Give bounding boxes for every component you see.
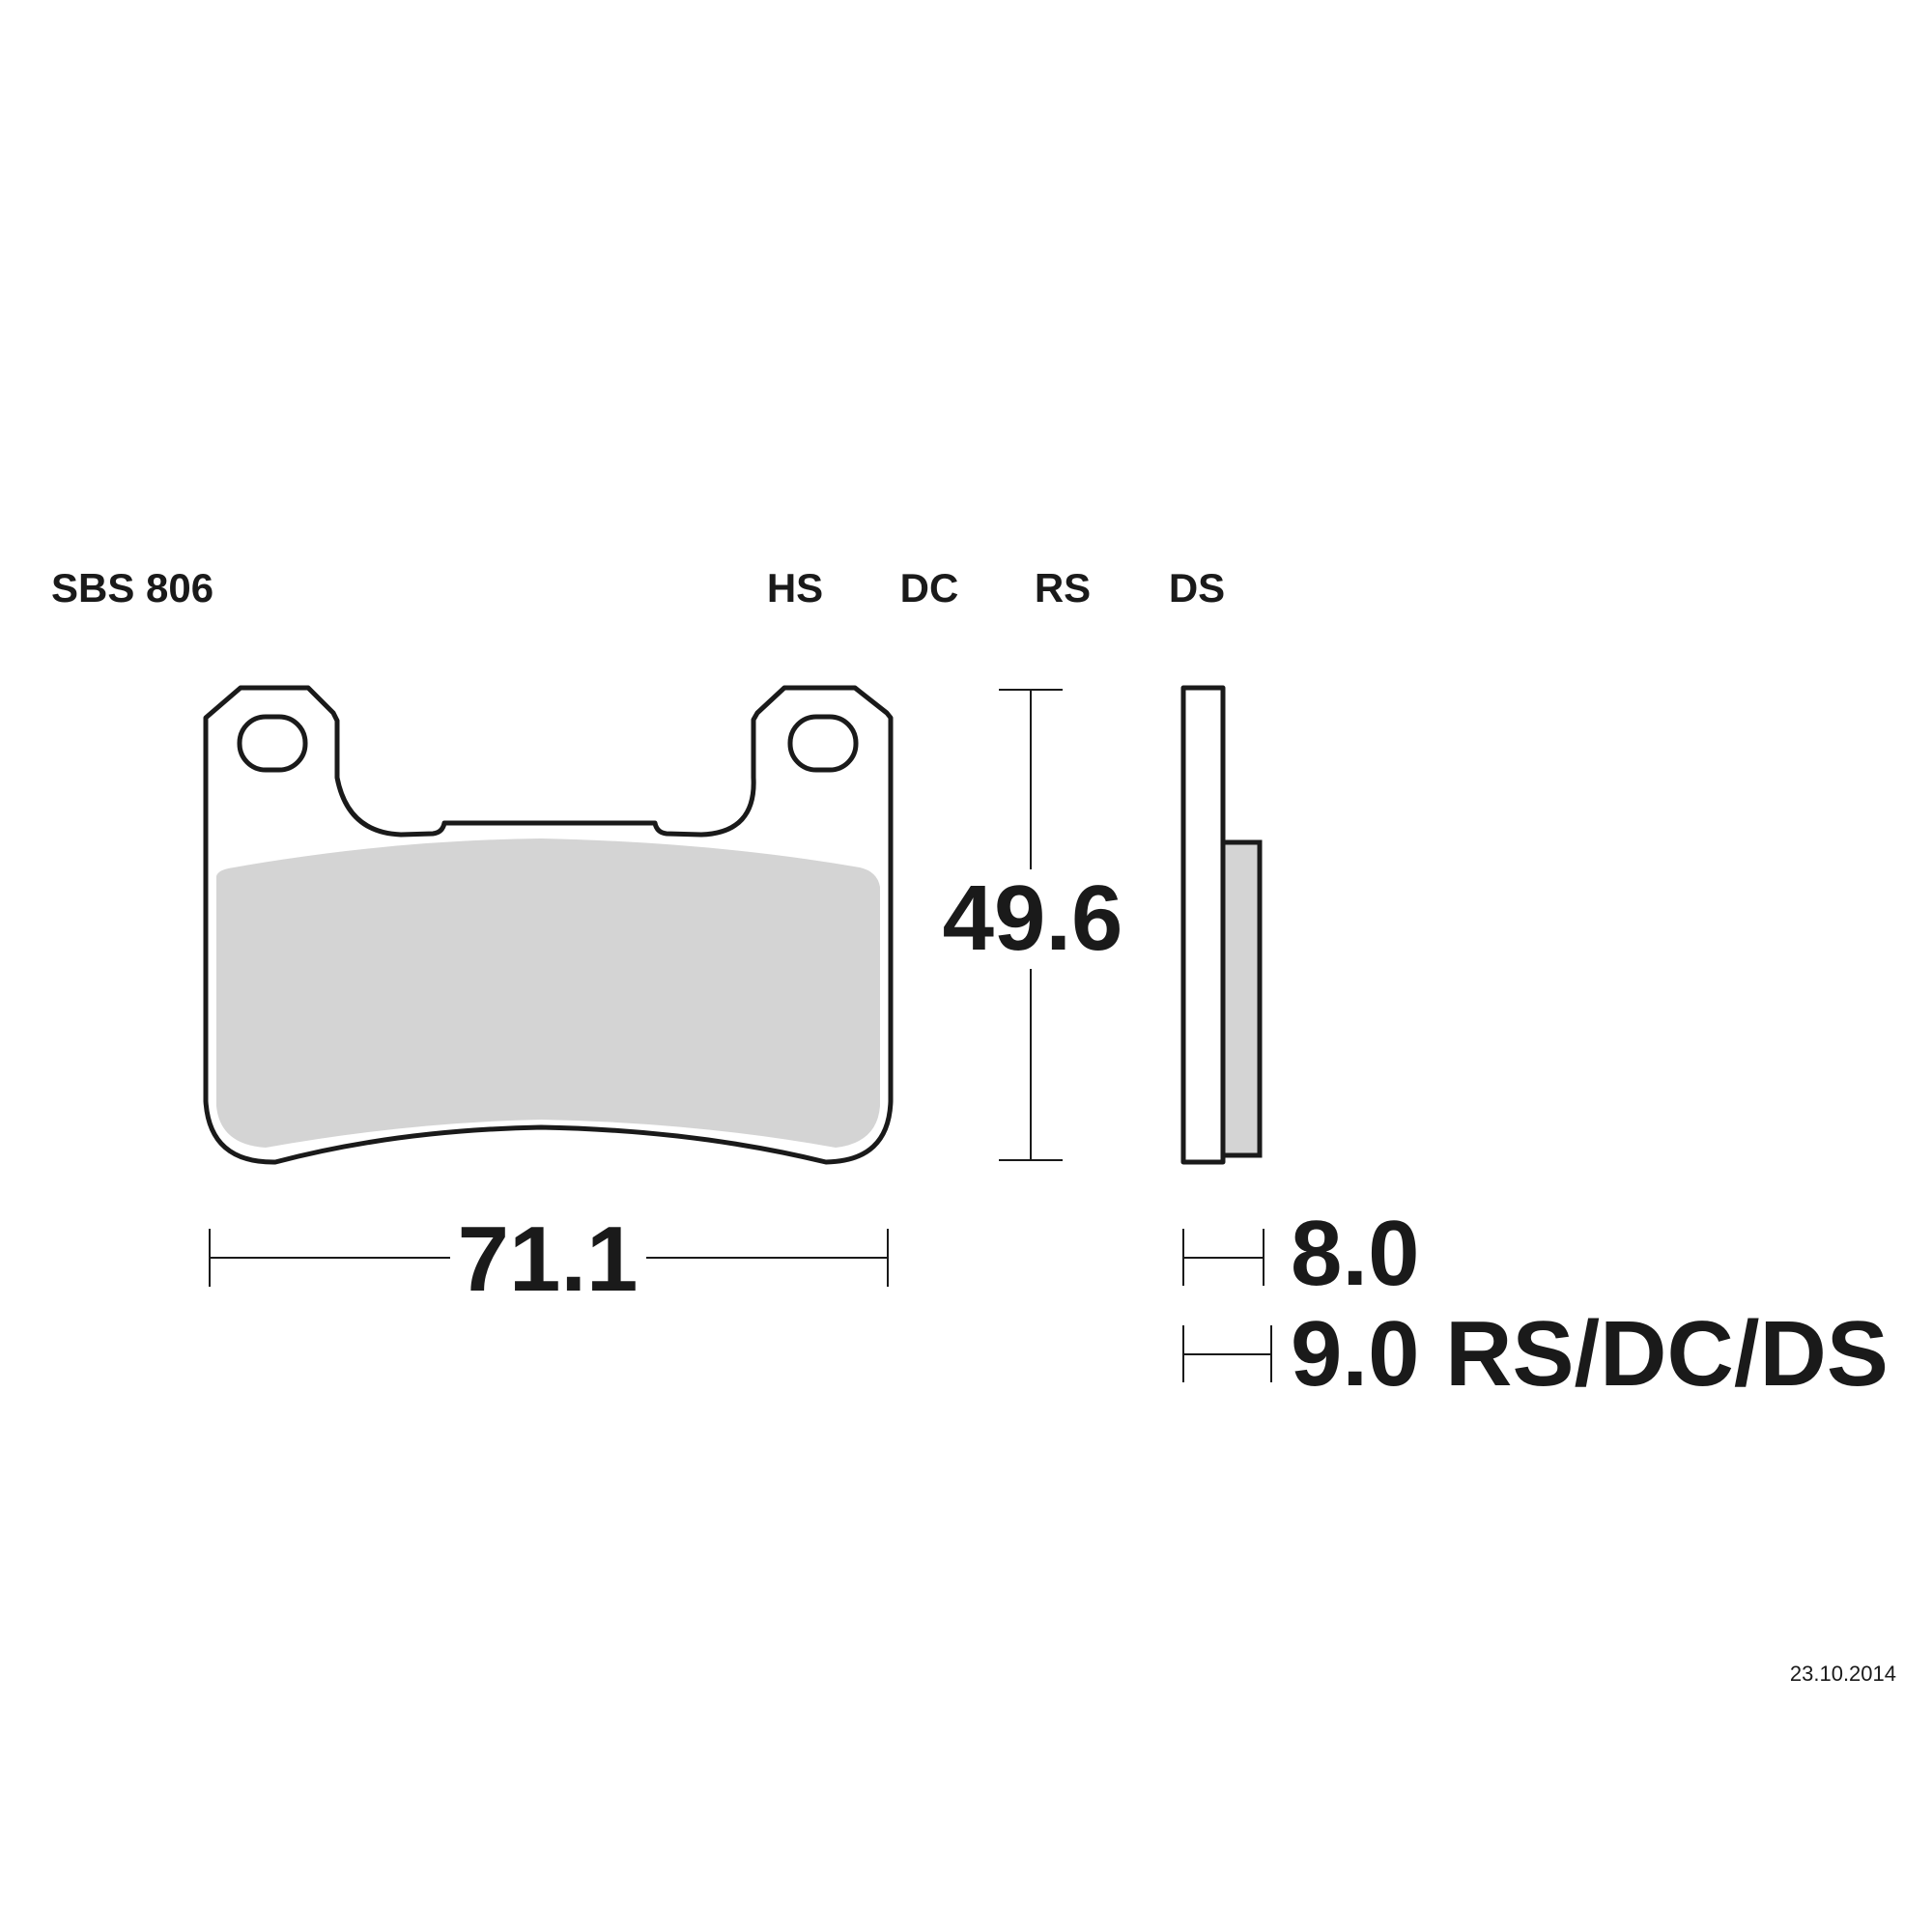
mounting-hole-right xyxy=(787,714,859,773)
side-view-friction-layer xyxy=(1220,839,1263,1158)
thickness-variant-label: 9.0 RS/DC/DS xyxy=(1291,1302,1889,1406)
height-dimension-label: 49.6 xyxy=(943,867,1123,970)
compound-dc: DC xyxy=(900,565,959,611)
compound-ds: DS xyxy=(1169,565,1225,611)
width-dimension-label: 71.1 xyxy=(458,1208,639,1311)
compound-hs: HS xyxy=(767,565,823,611)
side-view-backing-plate xyxy=(1180,685,1226,1165)
friction-material xyxy=(216,838,880,1148)
compound-rs: RS xyxy=(1035,565,1091,611)
thickness-standard-label: 8.0 xyxy=(1291,1202,1419,1305)
revision-date: 23.10.2014 xyxy=(1790,1662,1896,1686)
product-code: SBS 806 xyxy=(51,565,213,611)
mounting-hole-left xyxy=(237,714,308,773)
